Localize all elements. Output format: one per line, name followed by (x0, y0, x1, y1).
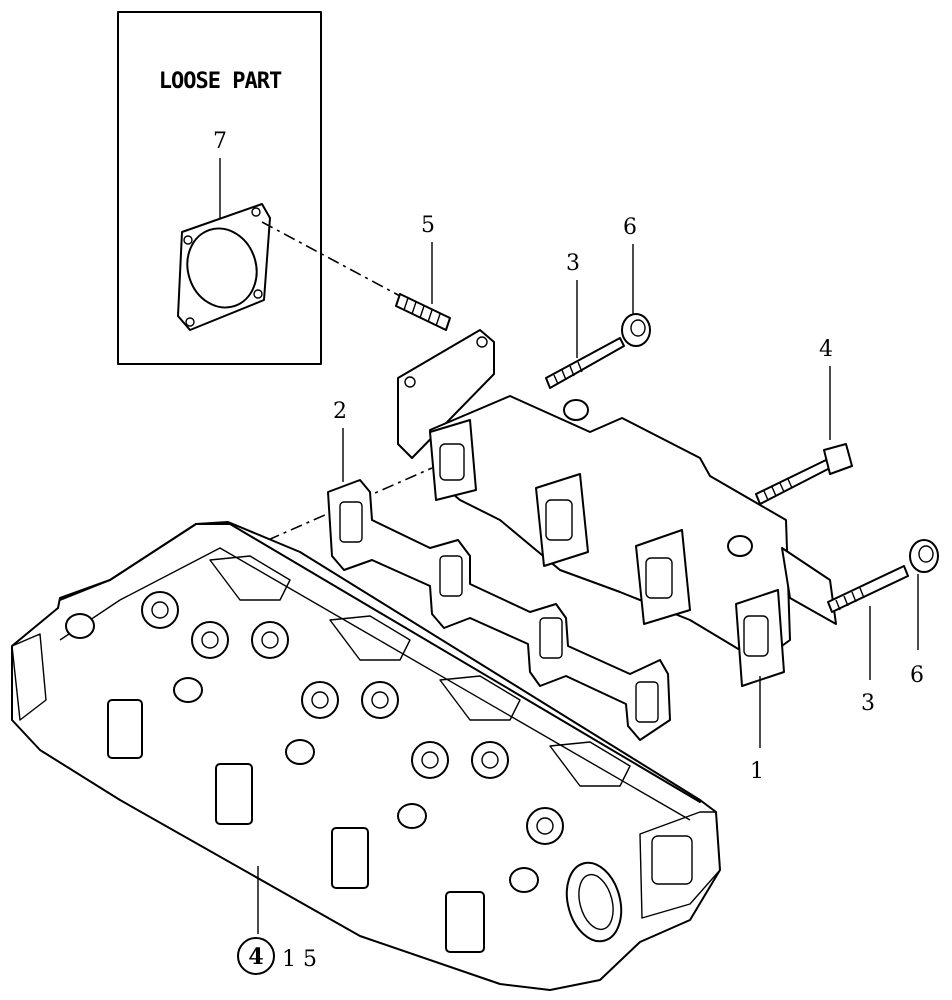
nut-part-6-lower: 6 (909, 539, 939, 688)
callout-3-lower: 3 (861, 691, 875, 716)
stud-part-5: 5 (395, 213, 451, 331)
callout-6-lower: 6 (910, 663, 924, 688)
reference-marker: 4 1 5 (237, 937, 317, 975)
callout-4: 4 (819, 337, 833, 362)
alignment-line-gasket-7 (261, 221, 401, 297)
reference-number: 4 (248, 944, 263, 970)
callout-5: 5 (421, 213, 435, 238)
callout-2: 2 (333, 399, 347, 424)
valve-bosses (141, 591, 564, 845)
cylinder-head (11, 521, 721, 991)
bolt-part-3-lower: 3 (827, 565, 909, 716)
alignment-line-head (267, 467, 433, 541)
manifold-gasket-part-2: 2 (327, 399, 671, 741)
loose-part-box: LOOSE PART 7 (117, 11, 322, 365)
loose-part-frame (117, 11, 322, 365)
callout-6-upper: 6 (623, 215, 637, 240)
callout-1: 1 (750, 759, 764, 784)
bolt-part-4: 4 (755, 337, 853, 505)
injector-bosses (65, 613, 539, 893)
bolt-part-3-upper: 3 (545, 251, 625, 389)
reference-suffix: 1 5 (282, 947, 317, 972)
flange-gasket-part-7 (177, 203, 271, 331)
nut-part-6-upper: 6 (621, 215, 651, 347)
loose-part-title: LOOSE PART (159, 69, 282, 94)
callout-7: 7 (213, 129, 227, 154)
callout-3-upper: 3 (566, 251, 580, 276)
exhaust-manifold-part-1: 1 (397, 329, 837, 784)
